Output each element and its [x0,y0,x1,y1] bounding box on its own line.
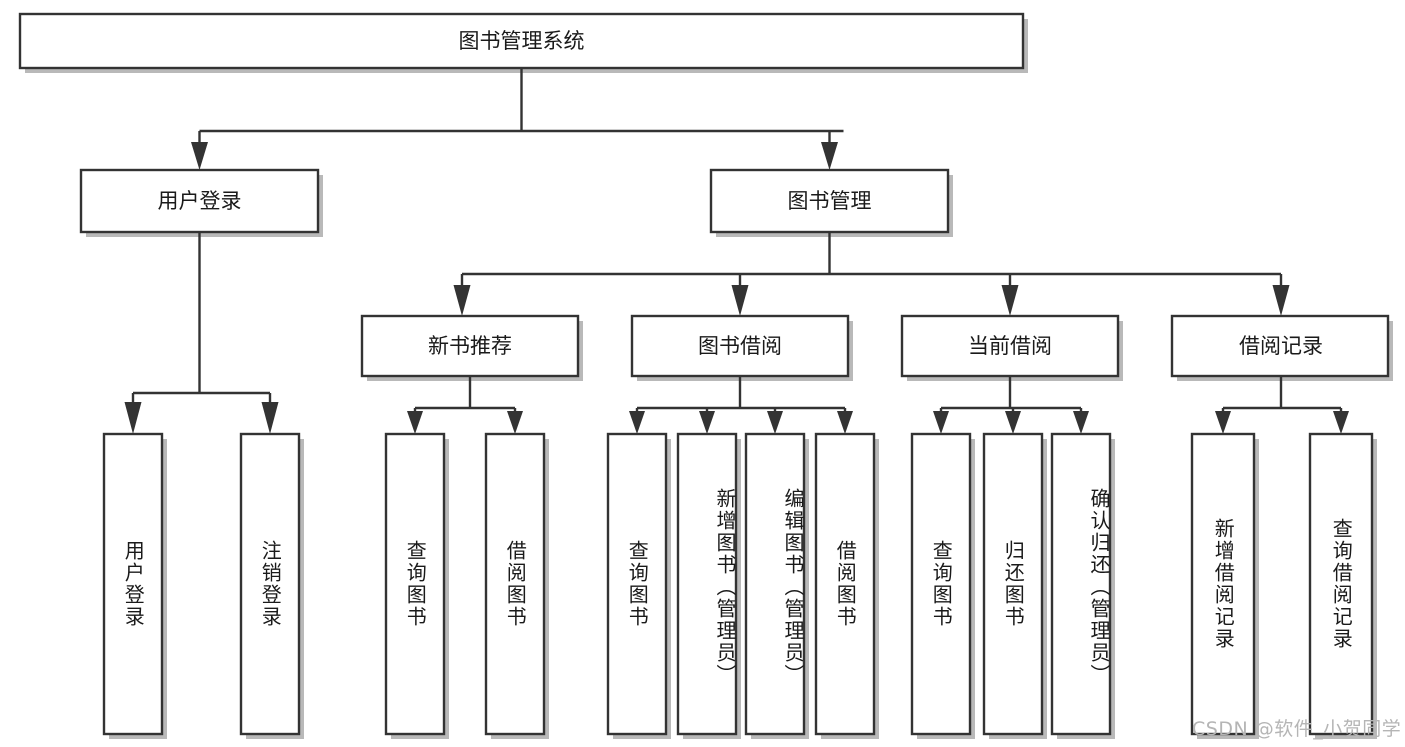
label-root: 图书管理系统 [459,29,585,53]
arrowhead-leaf-query-book-1 [407,411,423,434]
node-user-login[interactable] [79,168,320,234]
label-new-book-recommend: 新书推荐 [428,334,512,358]
horizontal-label-layer: 图书管理系统 用户登录 图书管理 新书推荐 图书借阅 当前借阅 借阅记录 [158,29,1324,358]
arrowhead-leaf-confirm-return [1073,411,1089,434]
node-leaf-query-book-3[interactable] [910,432,972,736]
node-leaf-borrow-book-2[interactable] [814,432,876,736]
label-borrow-records: 借阅记录 [1239,334,1323,358]
label-book-borrow: 图书借阅 [698,334,782,358]
arrowhead-userlogin [191,142,208,170]
arrowhead-leaf-query-record [1333,411,1349,434]
arrowhead-bookmgmt [821,142,838,170]
node-leaf-borrow-book-1[interactable] [484,432,546,736]
node-leaf-add-record[interactable] [1190,432,1256,736]
arrowhead-leaf-query-book-3 [933,411,949,434]
node-leaf-return-book[interactable] [982,432,1044,736]
node-leaf-query-book-2[interactable] [606,432,668,736]
arrowhead-leaf-edit-book [767,411,783,434]
arrowhead-borrow [731,285,749,316]
arrowhead-leaf-query-book-2 [629,411,645,434]
node-current-borrow[interactable] [900,314,1120,378]
label-book-management: 图书管理 [788,189,872,213]
node-box-layer [18,12,1390,736]
node-book-borrow[interactable] [630,314,850,378]
arrowhead-records [1272,285,1290,316]
node-leaf-add-book[interactable] [676,432,738,736]
arrowhead-leaf-add-record [1215,411,1231,434]
arrowhead-leaf-return-book [1005,411,1021,434]
node-leaf-confirm-return[interactable] [1050,432,1112,736]
node-root[interactable] [18,12,1025,70]
csdn-watermark: CSDN @软件_小贺同学 [1192,718,1402,740]
node-leaf-edit-book[interactable] [744,432,806,736]
node-new-book-recommend[interactable] [360,314,580,378]
arrowhead-leaf-logout [261,402,279,434]
node-leaf-user-login[interactable] [102,432,164,736]
arrowhead-leaf-borrow-book-2 [837,411,853,434]
node-leaf-query-record[interactable] [1308,432,1374,736]
label-user-login: 用户登录 [158,189,242,213]
connector-layer [124,68,1349,434]
node-leaf-logout[interactable] [239,432,301,736]
node-borrow-records[interactable] [1170,314,1390,378]
arrowhead-leaf-borrow-book-1 [507,411,523,434]
arrowhead-leaf-user-login [124,402,142,434]
node-leaf-query-book-1[interactable] [384,432,446,736]
arrowhead-newbook [453,285,471,316]
arrowhead-leaf-add-book [699,411,715,434]
label-current-borrow: 当前借阅 [968,334,1052,358]
arrowhead-current [1001,285,1019,316]
node-book-management[interactable] [709,168,950,234]
